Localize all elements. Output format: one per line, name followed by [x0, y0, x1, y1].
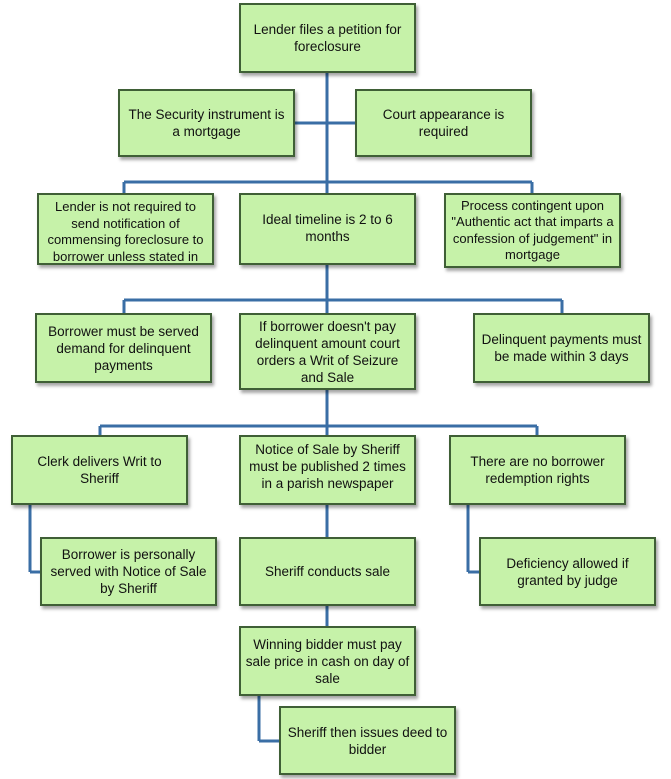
node-text: Winning bidder must pay sale price in ca… — [245, 636, 410, 686]
node-borrower-served-demand: Borrower must be served demand for delin… — [35, 313, 212, 383]
node-text: Process contingent upon "Authentic act t… — [451, 197, 614, 263]
node-no-redemption-rights: There are no borrower redemption rights — [449, 435, 626, 505]
node-clerk-delivers-writ: Clerk delivers Writ to Sheriff — [11, 435, 188, 505]
node-writ-of-seizure: If borrower doesn't pay delinquent amoun… — [239, 313, 416, 390]
node-notice-of-sale-published: Notice of Sale by Sheriff must be publis… — [239, 435, 416, 505]
node-no-notification-required: Lender is not required to send notificat… — [37, 193, 214, 265]
node-text: Sheriff then issues deed to bidder — [287, 724, 448, 757]
node-security-instrument-mortgage: The Security instrument is a mortgage — [118, 89, 295, 157]
node-text: Court appearance is required — [382, 107, 505, 139]
node-text: Ideal timeline is 2 to 6 months — [262, 212, 393, 244]
node-text: Notice of Sale by Sheriff must be publis… — [249, 442, 406, 491]
node-text: Borrower is personally served with Notic… — [50, 547, 207, 596]
node-court-appearance-required: Court appearance is required — [355, 89, 532, 157]
node-text: Sheriff conducts sale — [264, 564, 391, 579]
node-text: Lender is not required to send notificat… — [47, 199, 204, 264]
node-process-contingent: Process contingent upon "Authentic act t… — [444, 193, 621, 268]
node-text: Delinquent payments must be made within … — [481, 332, 642, 364]
node-text: Borrower must be served demand for delin… — [48, 323, 199, 373]
node-lender-files-petition: Lender files a petition for foreclosure — [239, 3, 416, 73]
node-sheriff-issues-deed: Sheriff then issues deed to bidder — [279, 706, 456, 775]
node-text: There are no borrower redemption rights — [470, 454, 605, 486]
node-deficiency-allowed: Deficiency allowed if granted by judge — [479, 537, 656, 606]
node-sheriff-conducts-sale: Sheriff conducts sale — [239, 537, 416, 606]
node-text: If borrower doesn't pay delinquent amoun… — [255, 318, 400, 385]
node-delinquent-payments-3-days: Delinquent payments must be made within … — [473, 313, 650, 383]
node-text: The Security instrument is a mortgage — [128, 107, 285, 139]
node-borrower-served-notice: Borrower is personally served with Notic… — [40, 537, 217, 606]
node-winning-bidder-pays: Winning bidder must pay sale price in ca… — [239, 626, 416, 696]
node-text: Deficiency allowed if granted by judge — [506, 555, 629, 588]
node-text: Clerk delivers Writ to Sheriff — [37, 454, 162, 486]
node-ideal-timeline: Ideal timeline is 2 to 6 months — [239, 193, 416, 265]
node-text: Lender files a petition for foreclosure — [253, 22, 402, 54]
